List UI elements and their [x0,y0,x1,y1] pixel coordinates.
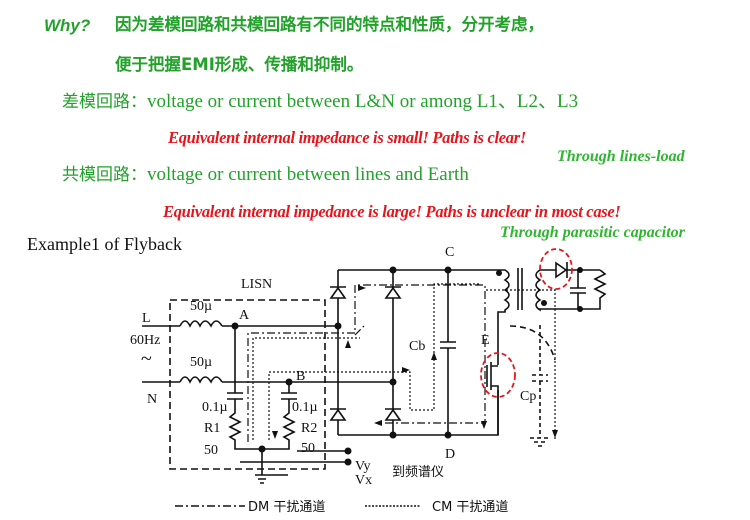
terminal-vy [344,447,352,455]
highlight-output-diode [539,248,573,290]
r2-label: R2 [301,421,317,436]
cm-path-line [252,283,556,440]
dm-desc: voltage or current between L&N or among … [147,91,579,112]
example-title: Example1 of Flyback [27,234,182,254]
cap1-value: 0.1µ [202,400,228,415]
diode-3 [329,408,347,421]
bridge-wires [337,269,499,436]
arrow [431,352,437,360]
label-l: L [142,311,151,326]
lisn-branch-a [227,326,263,475]
analyzer-label: 到频谱仪 [392,465,444,480]
node [389,431,397,439]
intro-line-2: 便于把握EMI形成、传播和抑制。 [115,55,364,74]
capacitor-cb [440,270,456,435]
highlight-mosfet [480,352,516,398]
arrow [345,340,351,348]
inductor-2-value: 50µ [190,355,212,370]
inductor-l [179,320,223,328]
legend-cm-label: CM 干扰通道 [432,500,508,515]
diode-1 [329,286,347,299]
node-a [231,322,239,330]
arrow [481,421,487,429]
diode-2 [384,286,402,299]
ac-source-icon: ~ [141,348,152,370]
node [258,445,266,453]
mosfet [486,350,499,435]
node-c [444,266,452,274]
lisn-label: LISN [241,277,272,292]
vx-label: Vx [355,473,372,488]
node [577,267,583,273]
cm-label: 共模回路： [62,165,147,185]
terminal-vx [344,458,352,466]
cb-label: Cb [409,339,425,354]
why-label: Why? [44,16,91,35]
cm-definition: 共模回路：voltage or current between lines an… [62,165,469,184]
arrow [402,367,410,373]
node-d-label: D [445,447,455,462]
r1-value: 50 [204,443,218,458]
node-b [285,378,293,386]
node [389,378,397,386]
vy-label: Vy [355,459,371,474]
transformer-core [517,268,523,310]
dot [496,270,502,276]
intro-line-1: 因为差模回路和共模回路有不同的特点和性质，分开考虑， [115,15,544,34]
cm-note: Equivalent internal impedance is large! … [163,202,621,221]
r1-label: R1 [204,421,220,436]
node [577,306,583,312]
inductor-1-value: 50µ [190,299,212,314]
cm-desc: voltage or current between lines and Ear… [147,164,469,185]
dm-path: Through lines-load [557,148,685,165]
freq-label: 60Hz [130,333,160,348]
capacitor-cp [530,325,550,447]
node [389,266,397,274]
dm-label: 差模回路： [62,92,147,112]
cm-path: Through parasitic capacitor [500,224,685,241]
cp-path-dashed [509,325,556,361]
arrow [358,285,366,291]
lisn-branch-b [240,382,342,463]
cap2-value: 0.1µ [292,400,318,415]
node-e-label: E [481,333,490,348]
legend-dm-label: DM 干扰通道 [248,500,325,515]
ground-icon [255,474,288,484]
node [334,322,342,330]
r2-value: 50 [301,441,315,456]
label-n: N [147,392,157,407]
diode-4 [384,408,402,421]
dot [541,300,547,306]
dm-path-line [247,284,486,442]
node-b-label: B [296,369,305,384]
arrow [272,431,278,439]
arrow [552,430,558,438]
node-c-label: C [445,245,454,260]
inductor-n [179,376,223,384]
lisn-box [169,299,326,470]
transformer-primary [497,269,510,350]
arrow [374,420,382,426]
cp-label: Cp [520,389,536,404]
node-d [444,431,452,439]
dm-definition: 差模回路：voltage or current between L&N or a… [62,92,578,111]
node-a-label: A [239,308,250,323]
output-diode [555,261,568,279]
dm-note: Equivalent internal impedance is small! … [168,128,526,147]
